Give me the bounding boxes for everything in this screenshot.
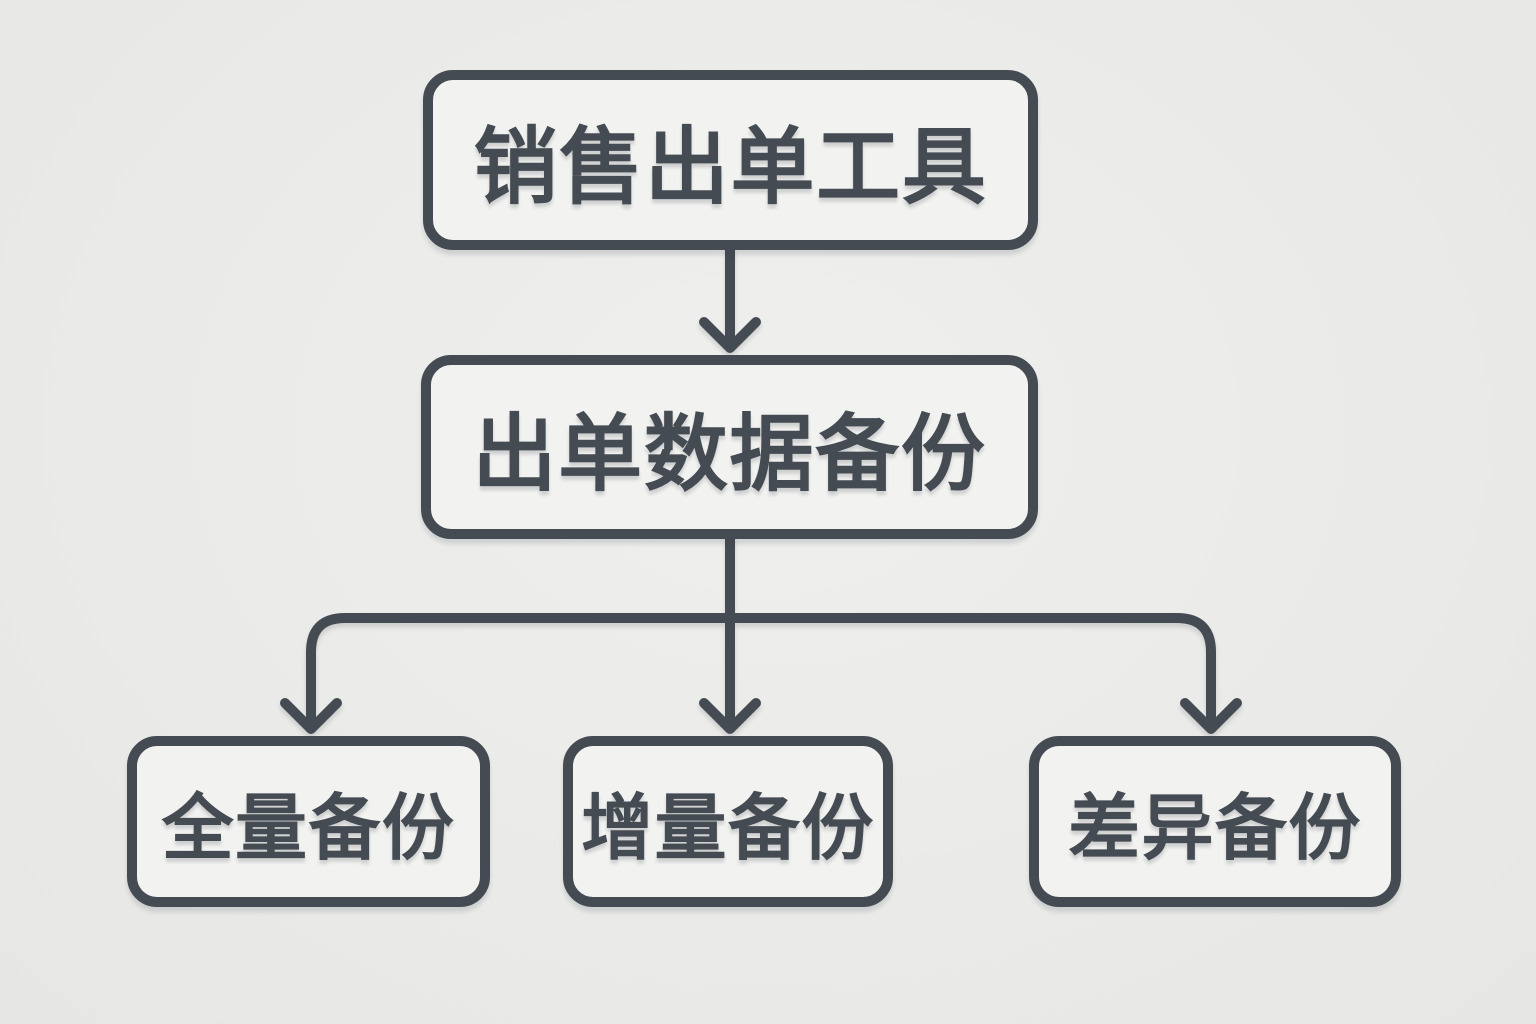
arrowhead-icon <box>699 317 761 353</box>
node-order-data-backup: 出单数据备份 <box>421 355 1038 539</box>
node-label: 差异备份 <box>1068 789 1362 869</box>
node-full-backup: 全量备份 <box>127 736 490 907</box>
arrowhead-icon <box>1180 698 1242 734</box>
arrow-backup-to-incremental <box>699 534 761 734</box>
arrow-backup-to-differential <box>725 613 1242 734</box>
node-label: 增量备份 <box>581 789 875 869</box>
node-sales-order-tool: 销售出单工具 <box>423 70 1038 250</box>
node-label: 全量备份 <box>161 789 456 869</box>
node-incremental-backup: 增量备份 <box>563 736 893 907</box>
arrowhead-icon <box>280 698 342 734</box>
arrow-backup-to-full <box>280 613 735 734</box>
arrowhead-icon <box>699 698 761 734</box>
node-label: 出单数据备份 <box>472 406 987 501</box>
node-label: 销售出单工具 <box>473 119 988 214</box>
arrow-root-to-backup <box>699 245 761 353</box>
node-differential-backup: 差异备份 <box>1029 736 1401 907</box>
